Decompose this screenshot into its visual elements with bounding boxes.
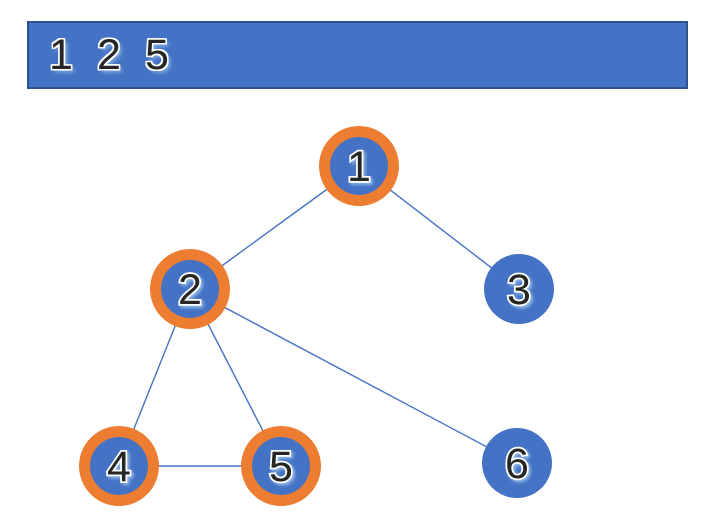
graph-node-5: 5	[241, 426, 321, 506]
graph-node-3: 3	[484, 254, 554, 324]
node-label: 1	[347, 143, 371, 191]
edge-2-6	[189, 288, 518, 464]
visited-number: 2	[97, 30, 121, 79]
node-circle	[90, 437, 148, 495]
node-circle	[252, 437, 310, 495]
graph-node-2: 2	[150, 249, 230, 329]
nodes-layer: 1 2 3 4 5 6	[79, 126, 554, 506]
node-label: 6	[505, 440, 529, 488]
graph-node-6: 6	[482, 428, 552, 498]
node-circle	[161, 260, 219, 318]
node-circle	[482, 428, 552, 498]
node-label: 5	[269, 443, 293, 491]
visited-number: 5	[145, 30, 169, 79]
graph-node-4: 4	[79, 426, 159, 506]
graph-node-1: 1	[319, 126, 399, 206]
node-label: 4	[107, 443, 131, 491]
visited-number: 1	[49, 30, 73, 79]
node-circle	[330, 137, 388, 195]
node-circle	[484, 254, 554, 324]
node-label: 2	[178, 266, 202, 314]
node-label: 3	[507, 266, 531, 314]
